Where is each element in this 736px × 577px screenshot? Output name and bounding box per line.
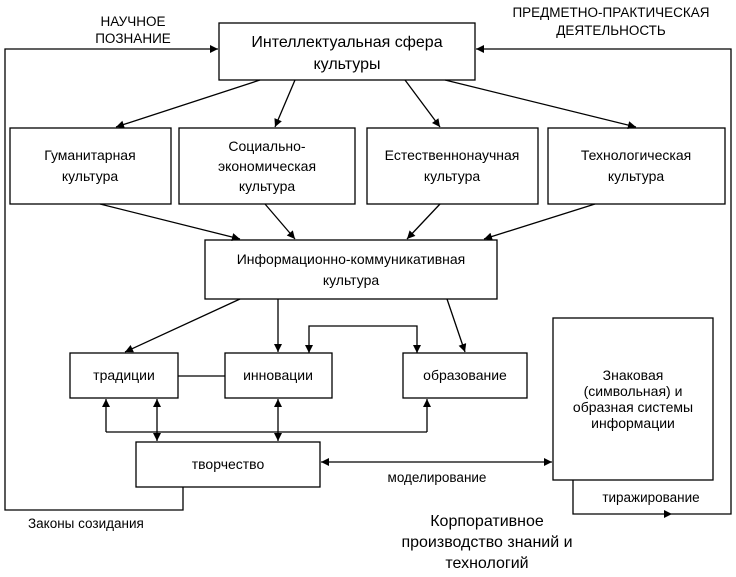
arrow-replication xyxy=(572,480,672,518)
node-education-label: образование xyxy=(423,367,507,383)
arrow-top-to-natural-science xyxy=(404,79,441,128)
label-practical-activity-line1: ПРЕДМЕТНО-ПРАКТИЧЕСКАЯ xyxy=(512,5,709,20)
node-education: образование xyxy=(402,352,528,399)
node-intellectual-sphere: Интеллектуальная сфера культуры xyxy=(218,22,476,81)
node-sign-systems-line1: Знаковая xyxy=(603,367,664,383)
node-natural-science-line1: Естественнонаучная xyxy=(385,147,520,163)
node-info-comm-culture: Информационно-коммуникативная культура xyxy=(204,239,498,300)
label-corporate-line2: производство знаний и xyxy=(401,534,572,551)
node-sign-systems: Знаковая (символьная) и образная системы… xyxy=(552,317,714,481)
arrow-socio-to-info xyxy=(264,203,296,240)
label-corporate-line3: технологий xyxy=(445,555,528,572)
arrow-scientific-knowledge-loop xyxy=(4,45,218,511)
arrow-top-to-socio-economic xyxy=(274,79,296,128)
node-traditions-label: традиции xyxy=(93,367,155,383)
label-scientific-knowledge-line1: НАУЧНОЕ xyxy=(101,14,166,29)
node-innovations: инновации xyxy=(224,352,333,399)
node-natural-science-culture: Естественнонаучная культура xyxy=(366,127,539,205)
node-sign-systems-line2: (символьная) и xyxy=(584,383,683,399)
arrow-info-to-traditions xyxy=(124,298,241,353)
label-scientific-knowledge-line2: ПОЗНАНИЕ xyxy=(95,31,171,46)
arrow-humanitarian-to-info xyxy=(99,203,241,241)
labels: НАУЧНОЕ ПОЗНАНИЕ ПРЕДМЕТНО-ПРАКТИЧЕСКАЯ … xyxy=(28,5,710,572)
node-innovations-label: инновации xyxy=(243,367,313,383)
node-socio-economic-line1: Социально- xyxy=(228,138,306,154)
arrow-natural-to-info xyxy=(406,203,441,240)
node-natural-science-line2: культура xyxy=(424,168,481,184)
node-technological-culture: Технологическая культура xyxy=(547,127,726,205)
label-replication: тиражирование xyxy=(602,490,699,505)
node-technological-line1: Технологическая xyxy=(581,147,691,163)
arrow-practical-activity-loop xyxy=(476,45,732,515)
node-sign-systems-line3: образная системы xyxy=(573,399,693,415)
connectors xyxy=(4,45,732,518)
node-socio-economic-culture: Социально- экономическая культура xyxy=(178,127,356,205)
label-laws-of-creation: Законы созидания xyxy=(28,516,144,531)
node-creativity: творчество xyxy=(135,441,321,488)
arrow-technological-to-info xyxy=(483,203,596,241)
node-sign-systems-line4: информации xyxy=(591,415,675,431)
node-intellectual-sphere-line1: Интеллектуальная сфера xyxy=(251,34,442,51)
node-info-comm-line1: Информационно-коммуникативная xyxy=(237,251,466,267)
arrow-innovations-education xyxy=(305,325,421,353)
node-humanitarian-culture: Гуманитарная культура xyxy=(9,127,172,205)
node-humanitarian-line1: Гуманитарная xyxy=(44,147,135,163)
node-socio-economic-line3: культура xyxy=(239,178,296,194)
node-traditions: традиции xyxy=(69,352,179,399)
arrow-top-to-technological xyxy=(444,79,637,129)
label-corporate-line1: Корпоративное xyxy=(430,513,544,530)
label-modeling: моделирование xyxy=(388,470,487,485)
node-socio-economic-line2: экономическая xyxy=(218,158,316,174)
arrow-top-to-humanitarian xyxy=(115,79,261,129)
node-humanitarian-line2: культура xyxy=(62,168,119,184)
node-intellectual-sphere-line2: культуры xyxy=(314,56,381,73)
label-practical-activity-line2: ДЕЯТЕЛЬНОСТЬ xyxy=(556,23,666,38)
arrow-info-to-education xyxy=(446,298,467,353)
node-info-comm-line2: культура xyxy=(323,272,380,288)
node-creativity-label: творчество xyxy=(192,456,265,472)
node-technological-line2: культура xyxy=(608,168,665,184)
